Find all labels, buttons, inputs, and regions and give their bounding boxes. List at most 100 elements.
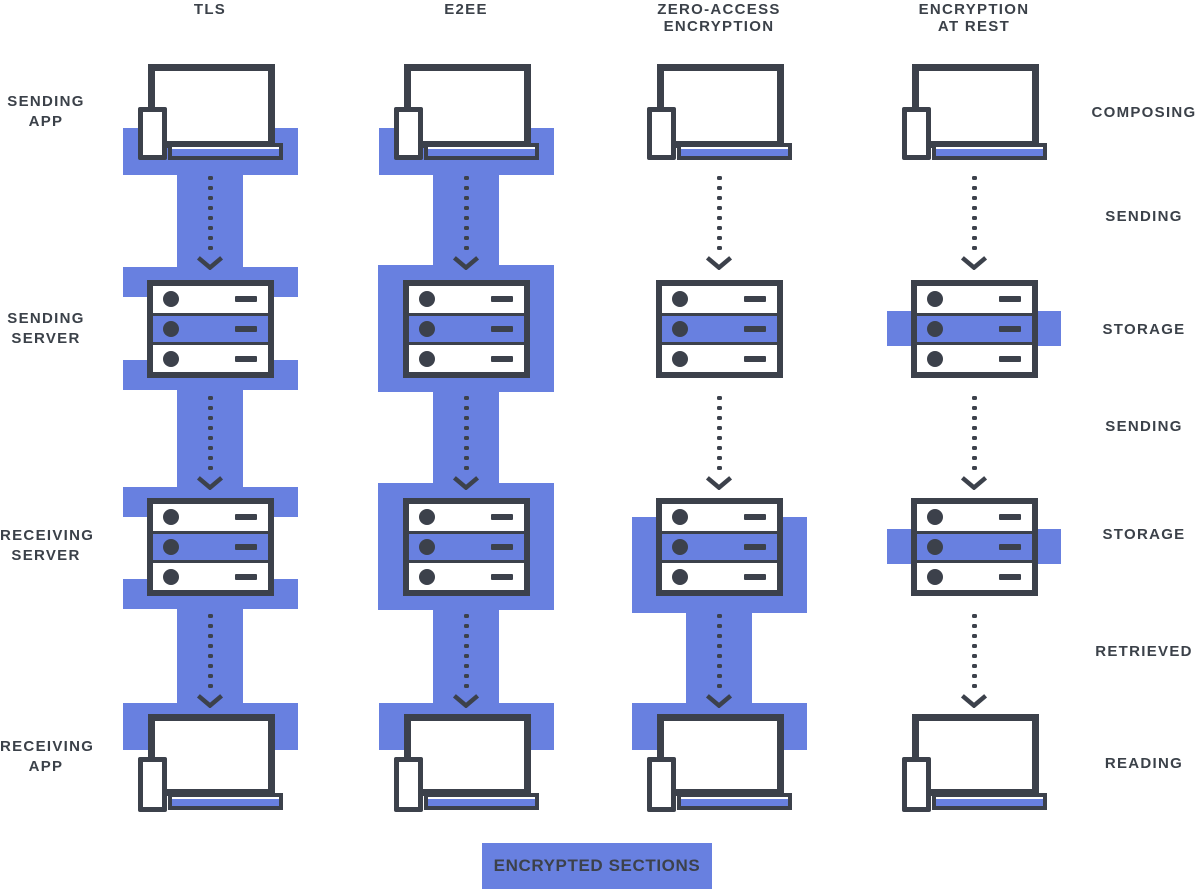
server-led-icon bbox=[672, 321, 688, 337]
arrowhead-icon bbox=[452, 475, 480, 491]
arrow-dot bbox=[716, 176, 722, 181]
server-led-icon bbox=[419, 509, 435, 526]
server-led-icon bbox=[163, 321, 179, 337]
arrow-dot bbox=[463, 205, 469, 211]
server-led-icon bbox=[672, 350, 688, 367]
tls-receiving-server-icon-slot-2 bbox=[153, 533, 268, 561]
server-vent-icon bbox=[235, 326, 257, 332]
arrow-dot bbox=[971, 176, 977, 181]
stage-label-composing: COMPOSING bbox=[1091, 104, 1197, 121]
arrowhead-icon bbox=[960, 475, 988, 491]
arrow-dot bbox=[971, 195, 977, 201]
server-led-icon bbox=[672, 568, 688, 585]
arrow-dot bbox=[463, 653, 469, 659]
e2ee-receiving-laptop-screen bbox=[404, 714, 531, 796]
arrow-dot bbox=[207, 653, 213, 659]
arrow-dot bbox=[463, 455, 469, 461]
tls-receiving-laptop-phone-icon bbox=[138, 757, 167, 812]
arrow-dot bbox=[463, 614, 469, 619]
arrow-dot bbox=[971, 235, 977, 241]
server-vent-icon bbox=[999, 296, 1021, 303]
zero-access-encryption-sending-laptop-phone-icon bbox=[647, 107, 676, 160]
arrow-dot bbox=[716, 653, 722, 659]
e2ee-dotted-arrow-3 bbox=[449, 614, 483, 709]
server-led-icon bbox=[672, 539, 688, 555]
tls-receiving-laptop-screen bbox=[148, 714, 275, 796]
zero-access-encryption-receiving-server-icon-slot-3 bbox=[662, 563, 777, 591]
encryption-at-rest-receiving-laptop-phone-icon bbox=[902, 757, 931, 812]
e2ee-dotted-arrow-2 bbox=[449, 396, 483, 491]
zero-access-encryption-receiving-server-icon-slot-1 bbox=[662, 504, 777, 531]
encryption-at-rest-sending-server-icon bbox=[911, 280, 1038, 378]
arrow-dot bbox=[971, 653, 977, 659]
arrow-dot bbox=[463, 643, 469, 649]
server-vent-icon bbox=[235, 514, 257, 521]
arrow-dot bbox=[463, 245, 469, 251]
server-led-icon bbox=[163, 539, 179, 555]
server-vent-icon bbox=[235, 573, 257, 580]
arrow-dot bbox=[716, 643, 722, 649]
e2ee-sending-server-icon bbox=[403, 280, 530, 378]
row-label-receiving-app: RECEIVING APP bbox=[0, 738, 95, 775]
arrow-dot bbox=[207, 435, 213, 441]
arrow-dot bbox=[971, 673, 977, 679]
encryption-at-rest-receiving-server-icon-slot-1 bbox=[917, 504, 1032, 531]
arrow-dot bbox=[463, 623, 469, 629]
server-led-icon bbox=[927, 291, 943, 308]
encryption-at-rest-sending-laptop-screen bbox=[912, 64, 1039, 148]
arrow-dot bbox=[207, 215, 213, 221]
server-led-icon bbox=[927, 321, 943, 337]
server-vent-icon bbox=[744, 544, 766, 550]
e2ee-receiving-laptop-keyboard-icon bbox=[424, 793, 539, 810]
arrow-dot bbox=[463, 435, 469, 441]
e2ee-receiving-server-icon bbox=[403, 498, 530, 596]
server-vent-icon bbox=[491, 355, 513, 362]
e2ee-sending-server-icon-slot-2 bbox=[409, 315, 524, 343]
arrow-dot bbox=[207, 683, 213, 689]
arrow-dot bbox=[971, 185, 977, 191]
server-led-icon bbox=[927, 350, 943, 367]
legend-encrypted-sections: ENCRYPTED SECTIONS bbox=[482, 843, 712, 889]
encryption-at-rest-sending-laptop-phone-icon bbox=[902, 107, 931, 160]
server-led-icon bbox=[419, 568, 435, 585]
server-vent-icon bbox=[491, 296, 513, 303]
arrow-dot bbox=[716, 465, 722, 471]
row-label-sending-server: SENDING SERVER bbox=[7, 310, 85, 347]
server-vent-icon bbox=[235, 296, 257, 303]
arrow-dot bbox=[463, 185, 469, 191]
zero-access-encryption-dotted-arrow-1 bbox=[702, 176, 736, 271]
server-led-icon bbox=[419, 539, 435, 555]
arrow-dot bbox=[207, 225, 213, 231]
arrowhead-icon bbox=[452, 255, 480, 271]
encryption-at-rest-sending-laptop-keyboard-icon bbox=[932, 143, 1047, 160]
arrow-dot bbox=[971, 663, 977, 669]
server-vent-icon bbox=[744, 326, 766, 332]
arrow-dot bbox=[207, 643, 213, 649]
tls-dotted-arrow-3 bbox=[193, 614, 227, 709]
arrow-dot bbox=[716, 455, 722, 461]
tls-sending-laptop-keyboard-icon bbox=[168, 143, 283, 160]
arrow-dot bbox=[716, 663, 722, 669]
arrow-dot bbox=[971, 435, 977, 441]
arrow-dot bbox=[716, 225, 722, 231]
arrow-dot bbox=[207, 663, 213, 669]
zero-access-encryption-sending-server-icon-slot-1 bbox=[662, 286, 777, 313]
e2ee-receiving-server-icon-slot-1 bbox=[409, 504, 524, 531]
server-vent-icon bbox=[999, 573, 1021, 580]
server-led-icon bbox=[419, 321, 435, 337]
encryption-at-rest-sending-server-icon-slot-1 bbox=[917, 286, 1032, 313]
arrow-dot bbox=[207, 176, 213, 181]
tls-sending-server-icon-slot-2 bbox=[153, 315, 268, 343]
arrow-dot bbox=[971, 455, 977, 461]
server-led-icon bbox=[672, 291, 688, 308]
arrow-dot bbox=[463, 215, 469, 221]
arrow-dot bbox=[971, 415, 977, 421]
tls-receiving-server-icon-slot-1 bbox=[153, 504, 268, 531]
arrow-dot bbox=[207, 185, 213, 191]
arrow-dot bbox=[971, 445, 977, 451]
arrow-dot bbox=[716, 614, 722, 619]
arrow-dot bbox=[463, 673, 469, 679]
e2ee-receiving-server-icon-slot-3 bbox=[409, 563, 524, 591]
zero-access-encryption-sending-laptop-keyboard-icon bbox=[677, 143, 792, 160]
